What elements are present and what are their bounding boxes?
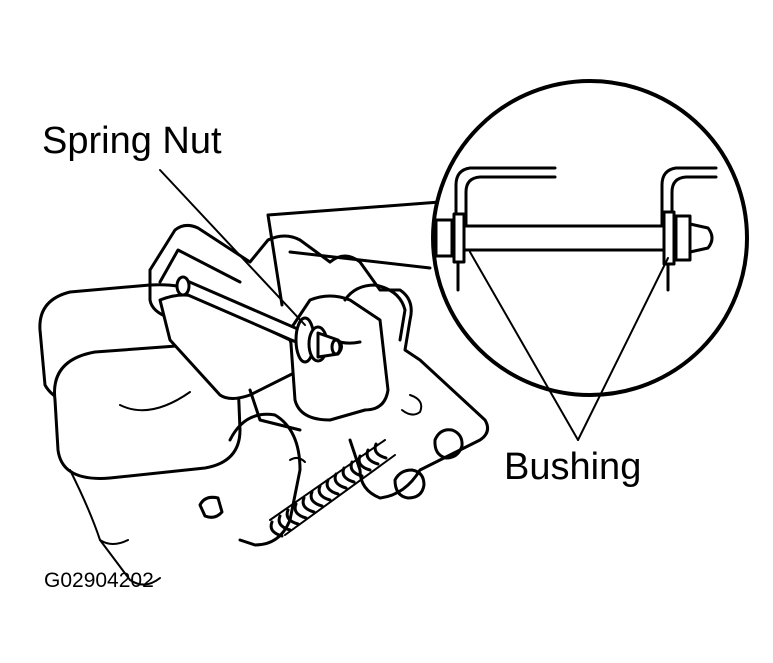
callout-wedge: [266, 200, 442, 307]
spring-nut-label: Spring Nut: [42, 120, 222, 162]
bushing-leaders: [469, 251, 669, 441]
spring-nut: [294, 316, 343, 364]
detail-magnifier: [431, 79, 749, 397]
steering-column-assembly: [38, 223, 490, 586]
bushing-label: Bushing: [504, 446, 642, 488]
coil-spring: [269, 439, 396, 538]
figure-code: G02904202: [44, 569, 154, 592]
